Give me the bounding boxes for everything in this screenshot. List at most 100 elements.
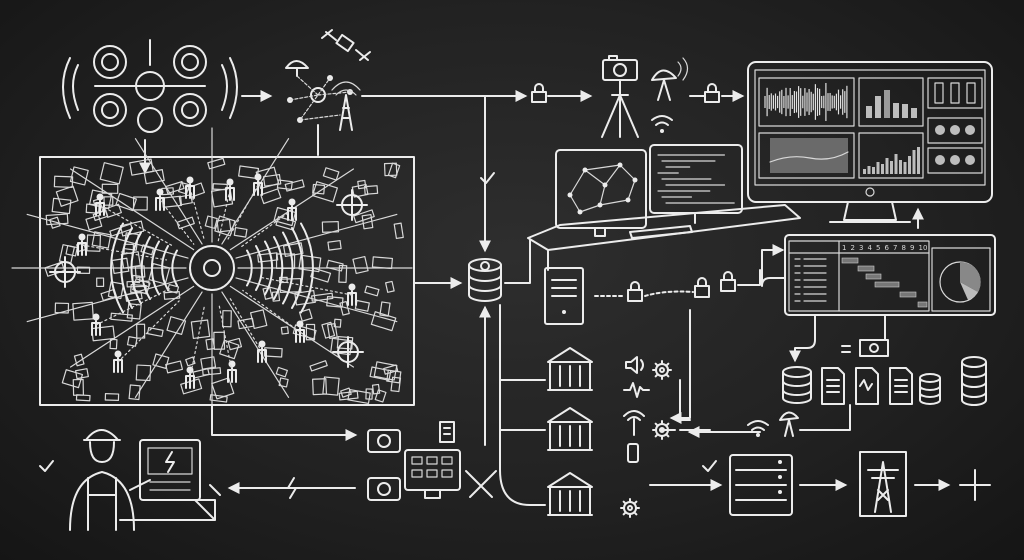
person-body bbox=[287, 205, 297, 221]
satellite-dish-icon bbox=[651, 57, 689, 101]
person-head bbox=[114, 350, 122, 358]
worker-icon bbox=[69, 429, 151, 531]
city-block bbox=[104, 393, 120, 402]
lock-icon bbox=[531, 83, 547, 103]
city-block bbox=[85, 203, 100, 214]
city-block bbox=[178, 181, 190, 195]
chart-bar bbox=[908, 156, 911, 174]
city-block bbox=[124, 291, 143, 302]
signal-ring bbox=[291, 227, 304, 309]
signal-ring bbox=[264, 240, 274, 296]
city-block bbox=[136, 323, 146, 339]
city-block bbox=[96, 277, 105, 288]
chart-bar bbox=[875, 96, 881, 118]
connector bbox=[737, 269, 761, 286]
tracking-line bbox=[159, 199, 195, 245]
gantt-bars bbox=[794, 257, 928, 308]
city-block bbox=[312, 378, 328, 396]
city-block bbox=[126, 336, 138, 347]
city-block bbox=[227, 337, 243, 351]
chart-bar bbox=[890, 161, 893, 174]
person-body bbox=[253, 180, 263, 196]
chart-bar bbox=[899, 160, 902, 174]
city-block bbox=[190, 319, 211, 339]
checkmark-icon bbox=[702, 460, 717, 472]
connector bbox=[659, 379, 711, 431]
city-block bbox=[352, 255, 369, 275]
graph-edge bbox=[569, 169, 586, 196]
city-block bbox=[273, 207, 297, 227]
person-body bbox=[347, 290, 357, 306]
lock-icon bbox=[694, 271, 736, 298]
city-block bbox=[330, 337, 353, 356]
signal-ring bbox=[282, 231, 294, 305]
city-block bbox=[216, 218, 232, 233]
person-body bbox=[95, 200, 105, 216]
city-block bbox=[185, 356, 196, 367]
tracking-line bbox=[239, 209, 293, 249]
satellite-network-icon bbox=[285, 29, 371, 131]
dashboard-monitor bbox=[747, 61, 993, 223]
city-block bbox=[69, 166, 89, 186]
chart-bar bbox=[885, 158, 889, 174]
city-block bbox=[119, 220, 145, 237]
city-block bbox=[298, 308, 313, 322]
city-block bbox=[91, 231, 112, 249]
chart-bar bbox=[884, 90, 890, 118]
graph-edge bbox=[599, 184, 606, 206]
chart-bar bbox=[912, 150, 916, 174]
waveform-icon bbox=[623, 382, 650, 398]
city-block bbox=[371, 383, 381, 395]
city-block bbox=[322, 376, 340, 396]
city-block bbox=[55, 185, 79, 207]
tracking-line bbox=[260, 276, 353, 296]
city-block bbox=[339, 300, 350, 316]
city-block bbox=[263, 347, 283, 358]
city-block bbox=[192, 368, 210, 379]
person-head bbox=[254, 173, 262, 181]
city-grid bbox=[11, 127, 413, 409]
city-block bbox=[327, 239, 342, 251]
signal-ring bbox=[300, 222, 314, 314]
city-block bbox=[85, 214, 103, 231]
arrow bbox=[789, 314, 816, 363]
person-body bbox=[155, 195, 165, 211]
city-block bbox=[260, 188, 282, 205]
chart-bar bbox=[911, 108, 917, 118]
graph-edge bbox=[599, 199, 629, 206]
city-block bbox=[211, 377, 235, 400]
gear-tooth bbox=[665, 373, 670, 378]
gantt-column-number: 4 bbox=[868, 244, 873, 252]
network-graph-screen bbox=[567, 162, 638, 215]
plus-icon bbox=[959, 469, 991, 501]
lightning-icon bbox=[287, 477, 297, 499]
gantt-bar bbox=[841, 257, 859, 264]
tools-icon bbox=[465, 470, 497, 498]
gear-tooth bbox=[665, 433, 670, 438]
graph-node bbox=[567, 192, 573, 198]
gear-icons bbox=[620, 360, 672, 518]
city-block bbox=[351, 183, 369, 198]
gantt-column-number: 3 bbox=[859, 244, 863, 252]
graph-node bbox=[602, 182, 608, 188]
radial-street bbox=[134, 138, 203, 245]
radial-street bbox=[69, 168, 195, 251]
city-block bbox=[275, 216, 297, 231]
city-block bbox=[140, 244, 155, 256]
gantt-bar bbox=[865, 273, 882, 280]
speaker-icon bbox=[625, 356, 644, 374]
electrical-panel-icon bbox=[139, 439, 201, 501]
lock-icon bbox=[627, 281, 643, 302]
bank-building-icon bbox=[547, 472, 593, 516]
city-block bbox=[128, 384, 141, 401]
signal-ring bbox=[150, 240, 160, 296]
city-block bbox=[369, 366, 392, 381]
city-block bbox=[61, 369, 84, 389]
bank-building-icons bbox=[547, 347, 593, 516]
graph-edge bbox=[627, 179, 636, 201]
chart-bar bbox=[863, 169, 866, 174]
city-block bbox=[305, 323, 316, 341]
city-block bbox=[134, 265, 146, 279]
city-block bbox=[204, 215, 218, 229]
